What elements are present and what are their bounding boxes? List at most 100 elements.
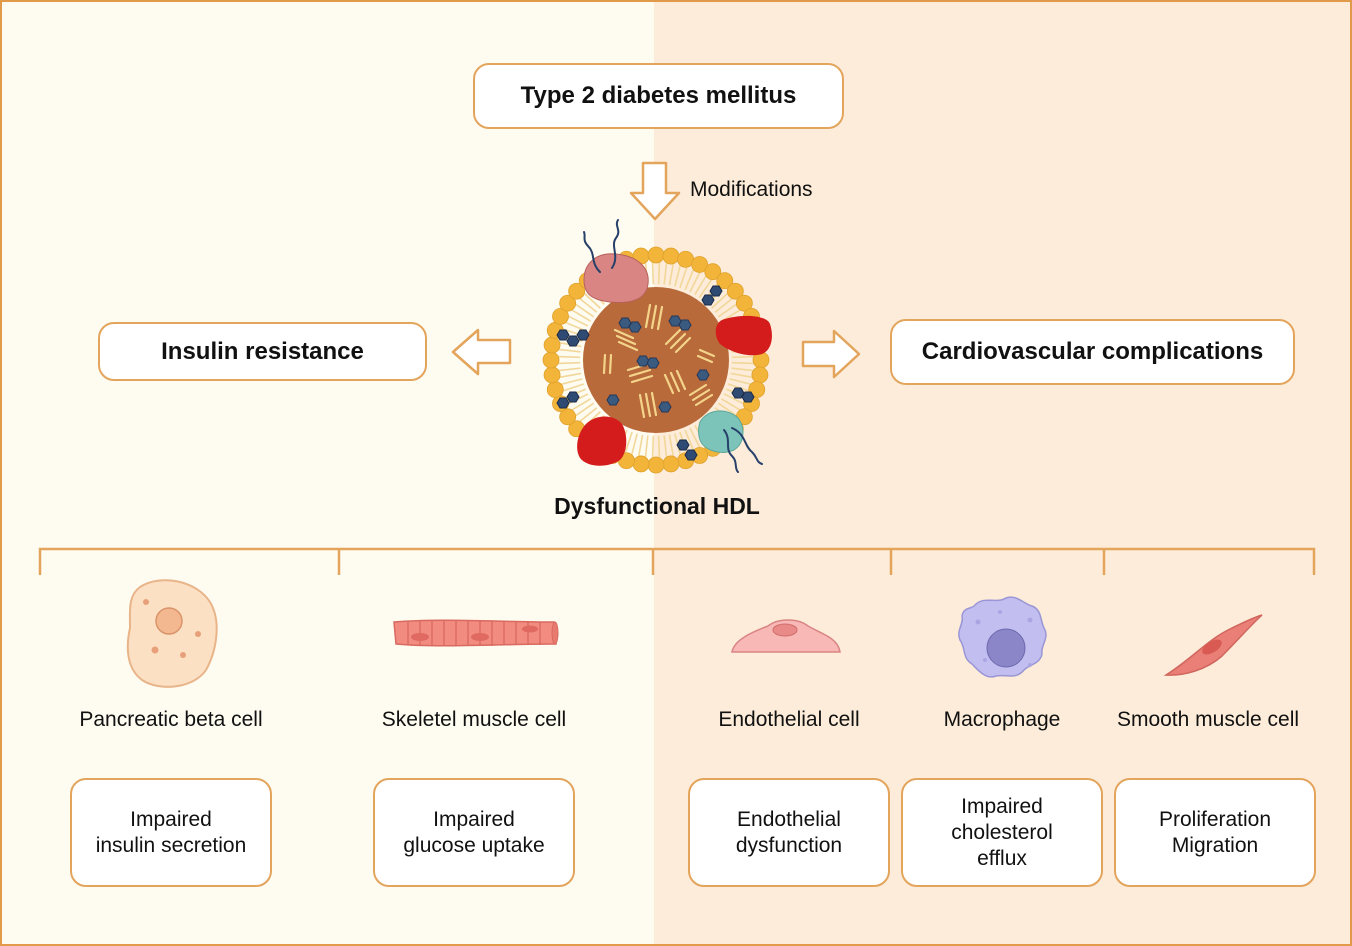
type2-diabetes-label: Type 2 diabetes mellitus xyxy=(520,82,797,109)
phospholipid-tail xyxy=(571,398,592,411)
phospholipid-tail xyxy=(730,372,753,379)
phospholipid-head xyxy=(662,247,680,265)
phospholipid-head xyxy=(677,250,694,268)
phospholipid-tail xyxy=(575,402,594,417)
phospholipid-tail xyxy=(663,435,668,458)
macrophage-icon xyxy=(958,596,1047,678)
phospholipid-tail xyxy=(657,435,661,458)
phospholipid-tail xyxy=(567,315,589,327)
phospholipid-head xyxy=(691,256,709,273)
outcome-box-endothelial-dysfunction: Endothelial dysfunction xyxy=(688,778,890,887)
phospholipid-tail xyxy=(694,275,707,296)
phospholipid-head xyxy=(726,282,744,300)
cell-label-macrophage: Macrophage xyxy=(943,708,1061,731)
cell-label-pancreatic-beta: Pancreatic beta cell xyxy=(79,708,263,731)
branch-bracket xyxy=(38,547,1316,575)
outcome-line: Proliferation xyxy=(1158,807,1272,831)
phospholipid-tail xyxy=(720,398,741,411)
phospholipid-tail xyxy=(644,435,649,458)
phospholipid-head xyxy=(559,408,577,426)
phospholipid-tail xyxy=(689,427,701,449)
phospholipid-tail xyxy=(657,262,661,285)
phospholipid-tail xyxy=(651,262,655,285)
phospholipid-tail xyxy=(718,303,737,318)
outcome-box-cholesterol-efflux: Impaired cholesterol efflux xyxy=(901,778,1103,887)
phospholipid-tail xyxy=(579,297,598,313)
outcome-box-proliferation-migration: Proliferation Migration xyxy=(1114,778,1316,887)
smooth-muscle-cell-icon xyxy=(1163,614,1263,676)
phospholipid-tail xyxy=(558,355,581,359)
phospholipid-head xyxy=(568,282,586,300)
phospholipid-tail xyxy=(723,393,745,405)
phospholipid-tail xyxy=(684,429,695,451)
phospholipid-tail xyxy=(559,372,582,379)
outcome-line: cholesterol xyxy=(951,820,1053,844)
cell-label-endothelial: Endothelial cell xyxy=(718,708,860,731)
phospholipid-head xyxy=(542,351,560,369)
cardiovascular-complications-box: Cardiovascular complications xyxy=(890,319,1295,385)
phospholipid-head xyxy=(735,294,753,312)
phospholipid-tail xyxy=(558,361,581,365)
phospholipid-head xyxy=(704,263,722,281)
cardiovascular-complications-label: Cardiovascular complications xyxy=(921,338,1264,365)
dysfunctional-hdl-label: Dysfunctional HDL xyxy=(554,493,760,519)
phospholipid-tail xyxy=(565,321,587,332)
phospholipid-head xyxy=(552,307,569,325)
outcome-line: insulin secretion xyxy=(95,833,247,857)
outcome-line: Endothelial xyxy=(737,807,841,831)
dysfunctional-hdl-particle-icon xyxy=(542,219,772,474)
phospholipid-head xyxy=(647,246,665,264)
phospholipid-tail xyxy=(637,434,644,457)
phospholipid-tail xyxy=(624,431,633,454)
phospholipid-tail xyxy=(679,266,688,289)
outcome-line: glucose uptake xyxy=(403,833,545,857)
outcome-box-glucose-uptake: Impaired glucose uptake xyxy=(373,778,575,887)
phospholipid-tail xyxy=(684,269,695,291)
modifications-label: Modifications xyxy=(690,178,813,201)
phospholipid-tail xyxy=(663,262,668,285)
insulin-resistance-label: Insulin resistance xyxy=(161,337,364,365)
outcome-line: Migration xyxy=(1171,833,1259,857)
insulin-resistance-box: Insulin resistance xyxy=(98,322,427,381)
type2-diabetes-box: Type 2 diabetes mellitus xyxy=(473,63,844,129)
phospholipid-tail xyxy=(714,297,733,313)
phospholipid-head xyxy=(662,455,680,473)
phospholipid-head xyxy=(632,455,650,473)
phospholipid-tail xyxy=(560,378,583,386)
phospholipid-head xyxy=(751,366,769,384)
outcome-box-insulin-secretion: Impaired insulin secretion xyxy=(70,778,272,887)
phospholipid-head xyxy=(546,381,564,398)
phospholipid-tail xyxy=(668,263,675,286)
phospholipid-tail xyxy=(575,303,594,318)
outcome-line: efflux xyxy=(977,846,1027,870)
left-arrow-icon xyxy=(451,328,512,376)
skeletal-muscle-cell-icon xyxy=(393,619,559,647)
pancreatic-beta-cell-icon xyxy=(126,579,218,688)
phospholipid-tail xyxy=(729,378,752,386)
outcome-line: dysfunction xyxy=(735,833,843,857)
phospholipid-tail xyxy=(727,383,750,392)
cell-label-skeletal-muscle: Skeletel muscle cell xyxy=(381,708,567,731)
phospholipid-tail xyxy=(711,292,729,309)
phospholipid-head xyxy=(647,456,665,474)
phospholipid-tail xyxy=(718,402,737,417)
phospholipid-head xyxy=(559,294,577,312)
phospholipid-head xyxy=(716,272,734,290)
phospholipid-tail xyxy=(562,383,585,392)
phospholipid-tail xyxy=(558,348,581,353)
phospholipid-tail xyxy=(579,407,598,423)
phospholipid-tail xyxy=(731,367,754,372)
phospholipid-tail xyxy=(674,264,682,287)
phospholipid-tail xyxy=(630,433,638,456)
phospholipid-tail xyxy=(651,435,655,458)
phospholipid-tail xyxy=(731,361,754,365)
phospholipid-head xyxy=(543,366,561,384)
endothelial-cell-icon xyxy=(731,619,841,653)
phospholipid-tail xyxy=(668,434,675,457)
phospholipid-tail xyxy=(689,271,701,293)
phospholipid-tail xyxy=(698,279,713,298)
outcome-line: Impaired xyxy=(961,794,1043,818)
cell-label-smooth-muscle: Smooth muscle cell xyxy=(1116,708,1300,731)
phospholipid-head xyxy=(543,336,561,354)
